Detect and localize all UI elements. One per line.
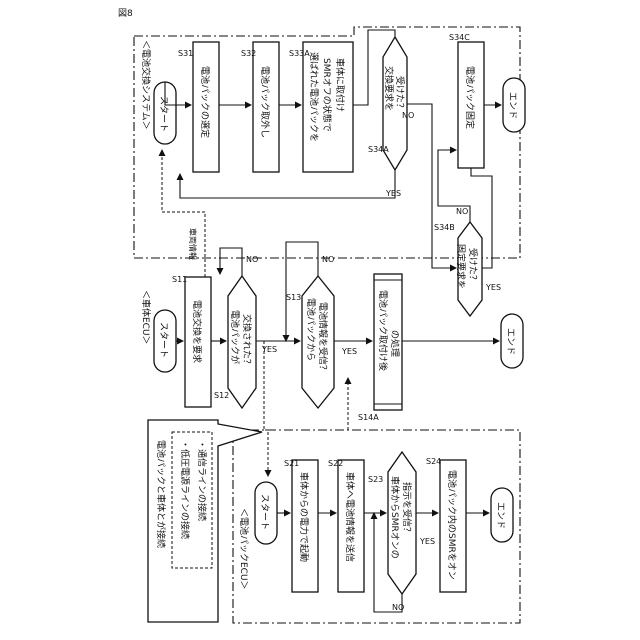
svg-text:YES: YES <box>261 345 277 354</box>
system-s34b-decision: 固定要求を 受けた？ S34B NO YES <box>434 207 501 316</box>
svg-text:選ばれた電池パックを: 選ばれた電池パックを <box>308 52 320 142</box>
svg-text:エンド: エンド <box>507 92 517 119</box>
svg-text:電池パックと車体とが接続: 電池パックと車体とが接続 <box>155 440 167 548</box>
svg-text:電池パックから: 電池パックから <box>305 298 317 361</box>
pack-s21: 車体からの電力で起動 S21 <box>284 459 318 592</box>
svg-text:YES: YES <box>419 537 435 546</box>
svg-text:S12: S12 <box>214 391 229 400</box>
svg-text:S31: S31 <box>178 49 193 58</box>
svg-text:＜電池交換システム＞: ＜電池交換システム＞ <box>140 40 152 130</box>
svg-text:指示を受信？: 指示を受信？ <box>401 482 413 536</box>
svg-text:SMRオフの状態で: SMRオフの状態で <box>321 58 333 132</box>
system-s32: 電池パック取外し S32 <box>241 42 279 172</box>
svg-text:S33A: S33A <box>289 49 310 58</box>
svg-text:電池交換を要求: 電池交換を要求 <box>191 300 203 363</box>
svg-text:車体からSMRオンの: 車体からSMRオンの <box>389 476 401 559</box>
svg-text:交換要求を: 交換要求を <box>383 66 395 111</box>
vehicle-s14a: 電池パック取付け後 の処理 S14A <box>358 274 402 422</box>
pack-start: スタート <box>255 482 277 544</box>
svg-text:YES: YES <box>485 283 501 292</box>
vehicle-title: ＜車体ECU＞ <box>140 290 152 345</box>
svg-text:電池パック固定: 電池パック固定 <box>464 66 476 129</box>
vehicle-s13-decision: 電池パックから 電池情報を受信？ S13 NO YES <box>286 255 357 408</box>
svg-text:車体へ電池情報を送信: 車体へ電池情報を送信 <box>344 472 356 562</box>
svg-text:S24: S24 <box>426 457 441 466</box>
svg-text:受けた？: 受けた？ <box>467 248 479 284</box>
pack-s22: 車体へ電池情報を送信 S22 <box>328 459 364 592</box>
svg-text:S34C: S34C <box>449 33 470 42</box>
svg-text:電池パック取付け後: 電池パック取付け後 <box>377 290 389 371</box>
note-title: 電池パックと車体とが接続 <box>155 440 167 548</box>
svg-text:の処理: の処理 <box>389 330 401 357</box>
svg-text:S32: S32 <box>241 49 256 58</box>
svg-text:電池情報を受信？: 電池情報を受信？ <box>317 302 329 374</box>
svg-text:S21: S21 <box>284 459 299 468</box>
system-s34a-decision: 交換要求を 受けた？ S34A NO YES <box>368 37 414 198</box>
svg-text:エンド: エンド <box>495 502 505 529</box>
svg-text:エンド: エンド <box>505 328 515 355</box>
svg-text:・通信ラインの接続: ・通信ラインの接続 <box>196 440 208 521</box>
system-s33a: 選ばれた電池パックを SMRオフの状態で 車体に取付け S33A <box>289 42 353 172</box>
pack-end: エンド <box>491 488 513 542</box>
svg-text:固定要求を: 固定要求を <box>455 244 467 289</box>
svg-text:NO: NO <box>402 111 414 120</box>
svg-text:スタート: スタート <box>259 494 270 530</box>
note-line2: ・通信ラインの接続 <box>196 440 208 521</box>
svg-text:交換された？: 交換された？ <box>241 314 253 368</box>
pack-title: ＜電池パックECU＞ <box>238 508 250 590</box>
vehicle-start: スタート <box>154 310 176 372</box>
svg-text:NO: NO <box>246 255 258 264</box>
svg-text:S13: S13 <box>286 293 301 302</box>
system-title: ＜電池交換システム＞ <box>140 40 152 130</box>
svg-text:電池パックが: 電池パックが <box>229 310 241 364</box>
svg-text:車両情報: 車両情報 <box>188 228 198 260</box>
system-s31: 電池パックの選定 S31 <box>178 42 219 172</box>
svg-text:車体に取付け: 車体に取付け <box>334 58 346 112</box>
svg-text:NO: NO <box>322 255 334 264</box>
svg-text:S14A: S14A <box>358 413 379 422</box>
svg-text:スタート: スタート <box>158 96 169 132</box>
svg-text:電池パックの選定: 電池パックの選定 <box>199 66 211 138</box>
svg-text:YES: YES <box>385 189 401 198</box>
svg-text:＜電池パックECU＞: ＜電池パックECU＞ <box>238 508 250 590</box>
svg-text:・低圧電源ラインの接続: ・低圧電源ラインの接続 <box>179 440 191 539</box>
svg-text:電池パック取外し: 電池パック取外し <box>259 66 271 138</box>
vehicle-s12-decision: 電池パックが 交換された？ S12 NO YES <box>214 255 277 408</box>
svg-text:S11: S11 <box>172 275 187 284</box>
svg-text:S23: S23 <box>368 475 383 484</box>
svg-text:受けた？: 受けた？ <box>394 76 406 112</box>
system-end: エンド <box>503 78 525 132</box>
vehicle-end: エンド <box>501 314 523 368</box>
system-s34c: 電池パック固定 S34C <box>449 33 484 168</box>
pack-s24: 電池パック内のSMRをオン S24 <box>426 457 466 592</box>
svg-text:S22: S22 <box>328 459 343 468</box>
vehicle-signal-label: 車両情報 <box>188 228 198 260</box>
svg-text:YES: YES <box>341 347 357 356</box>
svg-text:S34B: S34B <box>434 223 455 232</box>
svg-text:車体からの電力で起動: 車体からの電力で起動 <box>298 472 310 562</box>
note-line1: ・低圧電源ラインの接続 <box>179 440 191 539</box>
svg-text:スタート: スタート <box>158 322 169 358</box>
svg-text:＜車体ECU＞: ＜車体ECU＞ <box>140 290 152 345</box>
pack-s23-decision: 車体からSMRオンの 指示を受信？ S23 NO YES <box>368 452 435 612</box>
svg-text:電池パック内のSMRをオン: 電池パック内のSMRをオン <box>446 470 458 580</box>
svg-text:NO: NO <box>456 207 468 216</box>
svg-text:S34A: S34A <box>368 145 389 154</box>
